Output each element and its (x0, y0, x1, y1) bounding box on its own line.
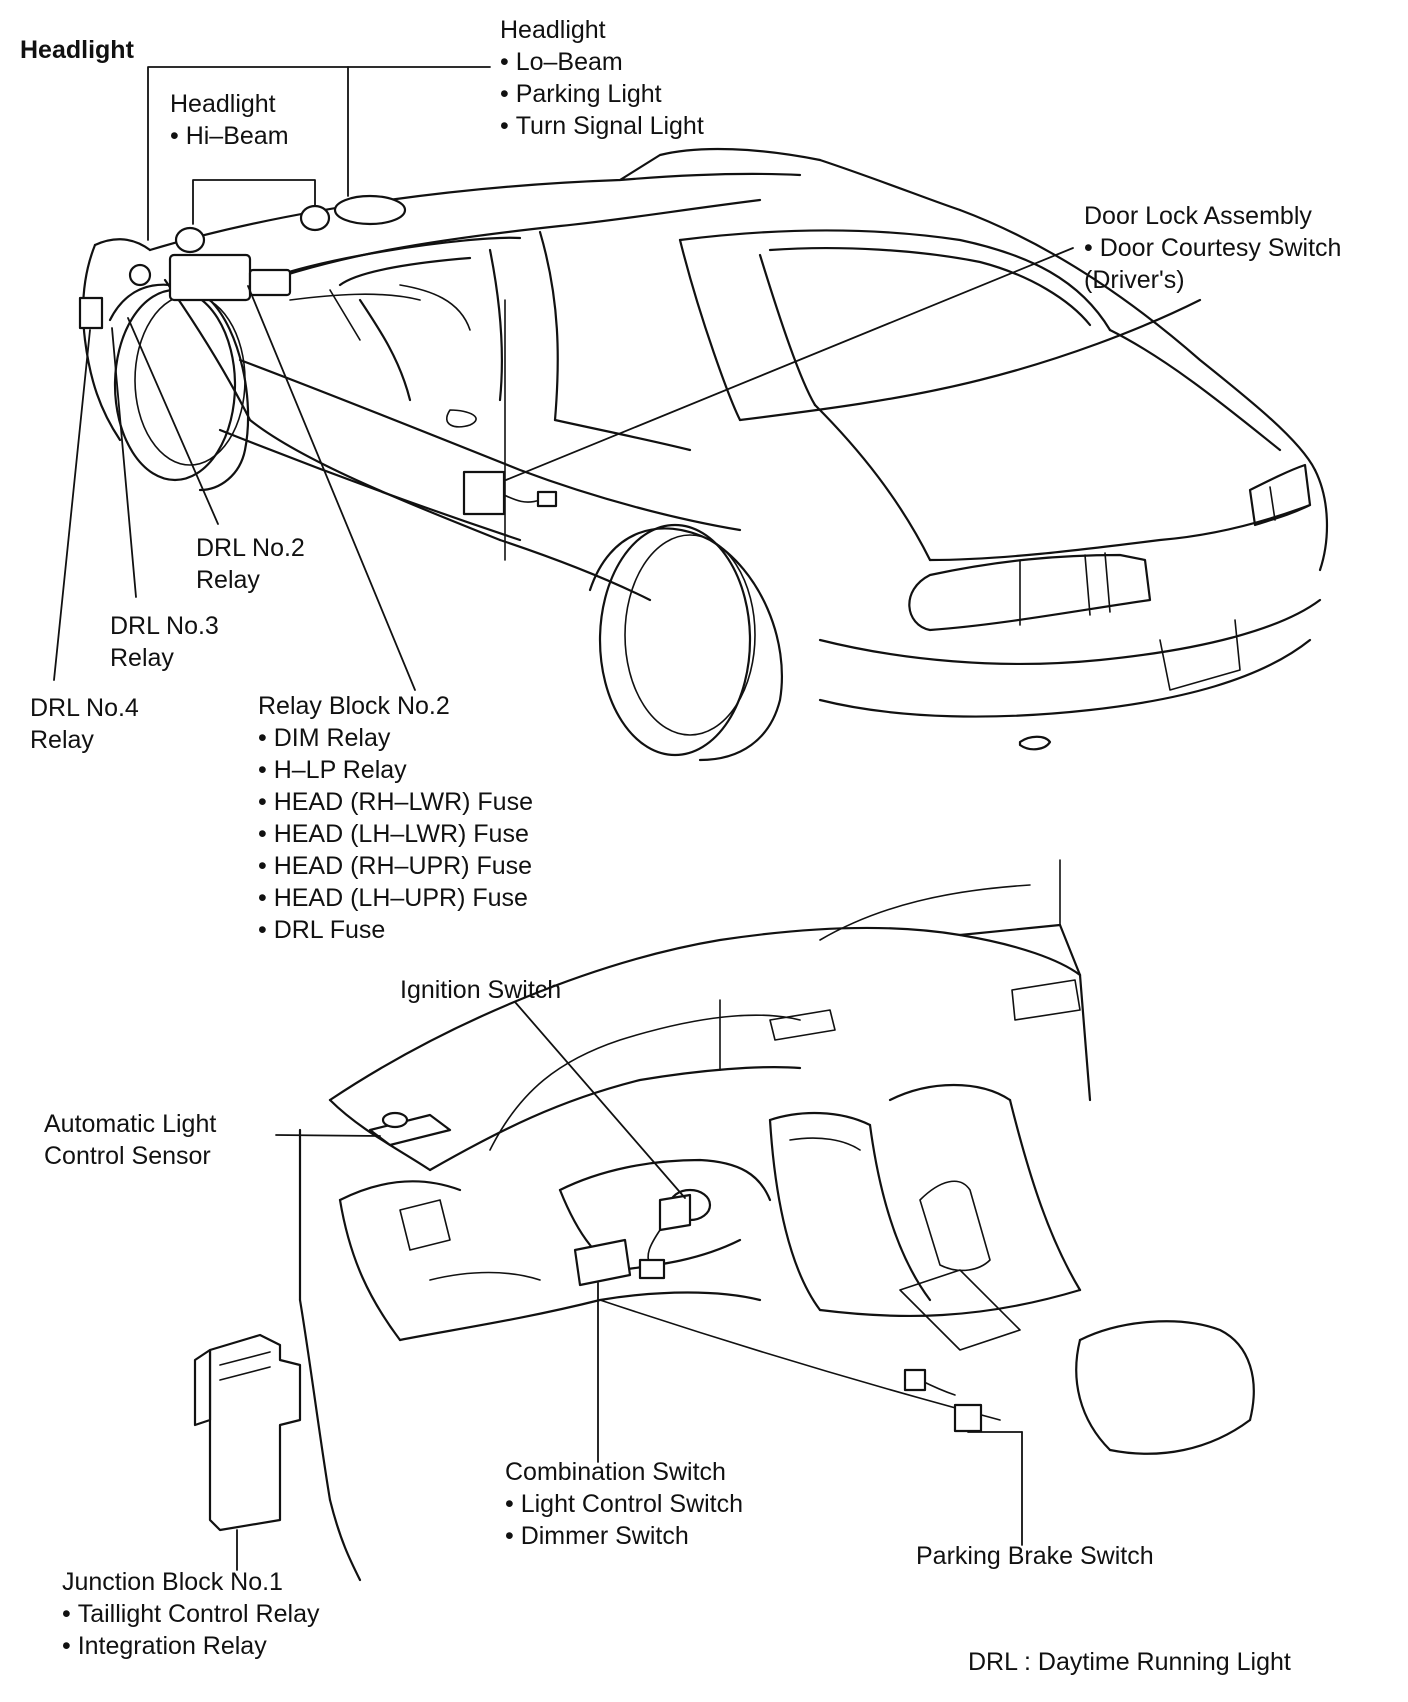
callout-item: Lo–Beam (500, 46, 704, 78)
callout-heading: Parking Brake Switch (916, 1542, 1154, 1570)
callout-item: Parking Light (500, 78, 704, 110)
callout-item: Door Courtesy Switch (1084, 232, 1342, 264)
callout-item: DIM Relay (258, 722, 533, 754)
callout-headlight-hi-beam: Headlight Hi–Beam (170, 88, 289, 152)
callout-line: Relay (110, 644, 174, 672)
callout-line: Relay (196, 566, 260, 594)
callout-heading: Door Lock Assembly (1084, 202, 1312, 230)
footnote-drl-definition: DRL : Daytime Running Light (968, 1648, 1291, 1676)
callout-line: Relay (30, 726, 94, 754)
callout-item: Taillight Control Relay (62, 1598, 320, 1630)
callout-line: Automatic Light (44, 1110, 217, 1138)
callout-item: Dimmer Switch (505, 1520, 743, 1552)
callout-heading: Headlight (500, 16, 606, 44)
callout-item: HEAD (RH–LWR) Fuse (258, 786, 533, 818)
leader-lines (53, 66, 1074, 1571)
callout-ignition-switch: Ignition Switch (400, 974, 561, 1006)
callout-line: DRL No.3 (110, 612, 219, 640)
callout-drl-no4-relay: DRL No.4 Relay (30, 692, 139, 756)
callout-heading: Ignition Switch (400, 976, 562, 1004)
callout-item: Turn Signal Light (500, 110, 704, 142)
callout-combination-switch: Combination Switch Light Control Switch … (505, 1456, 743, 1552)
page-title: Headlight (20, 36, 134, 64)
callout-drl-no3-relay: DRL No.3 Relay (110, 610, 219, 674)
callout-item: Integration Relay (62, 1630, 319, 1662)
callout-heading: Junction Block No.1 (62, 1568, 283, 1596)
callout-headlight-lo-beam: Headlight Lo–Beam Parking Light Turn Sig… (500, 14, 704, 142)
callout-item: Light Control Switch (505, 1488, 743, 1520)
dashboard-illustration (193, 859, 1255, 1582)
callout-item: DRL Fuse (258, 914, 533, 946)
callout-item: HEAD (LH–UPR) Fuse (258, 882, 533, 914)
callout-line: Control Sensor (44, 1142, 211, 1170)
callout-drl-no2-relay: DRL No.2 Relay (196, 532, 305, 596)
callout-heading: Relay Block No.2 (258, 692, 450, 720)
callout-automatic-light-control-sensor: Automatic Light Control Sensor (44, 1108, 216, 1172)
callout-heading: Headlight (170, 90, 276, 118)
callout-junction-block-no1: Junction Block No.1 Taillight Control Re… (62, 1566, 319, 1662)
callout-item: HEAD (LH–LWR) Fuse (258, 818, 533, 850)
callout-item: Hi–Beam (170, 120, 289, 152)
callout-door-lock-assembly: Door Lock Assembly Door Courtesy Switch … (1084, 200, 1341, 296)
callout-line: DRL No.4 (30, 694, 139, 722)
callout-relay-block-no2: Relay Block No.2 DIM Relay H–LP Relay HE… (258, 690, 533, 946)
callout-line: DRL No.2 (196, 534, 305, 562)
car-illustration (78, 147, 1329, 762)
callout-parking-brake-switch: Parking Brake Switch (916, 1540, 1154, 1572)
callout-note: (Driver's) (1084, 266, 1185, 294)
callout-item: H–LP Relay (258, 754, 533, 786)
callout-heading: Combination Switch (505, 1458, 726, 1486)
callout-item: HEAD (RH–UPR) Fuse (258, 850, 533, 882)
